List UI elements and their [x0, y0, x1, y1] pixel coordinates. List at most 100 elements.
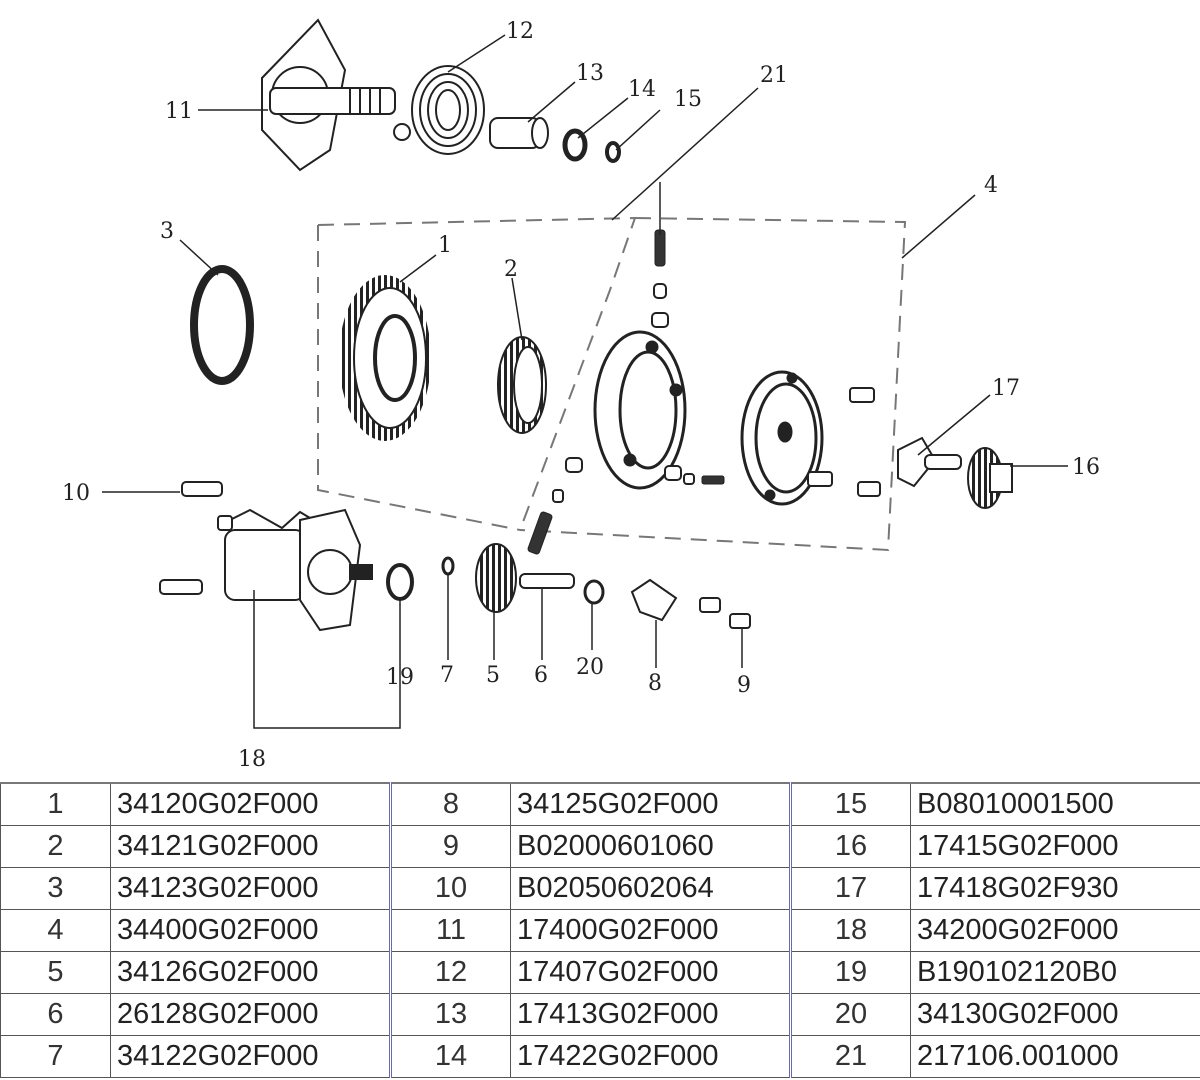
part-number-cell: 14 — [390, 1035, 511, 1078]
driven-gear-part — [339, 275, 431, 441]
lever-part — [897, 436, 962, 488]
bracket-part — [630, 578, 678, 622]
seal-ring-part — [190, 265, 254, 385]
callout-13: 13 — [576, 61, 604, 86]
callout-16: 16 — [1072, 455, 1100, 480]
part-code-cell: 34200G02F000 — [910, 909, 1200, 952]
table-row: 6 26128G02F000 13 17413G02F000 20 34130G… — [0, 993, 1200, 1036]
part-number-cell: 10 — [390, 867, 511, 910]
one-way-bearing-part — [497, 336, 547, 434]
table-row: 3 34123G02F000 10 B02050602064 17 17418G… — [0, 867, 1200, 910]
callout-21: 21 — [760, 63, 788, 88]
motor-bolt-part — [159, 579, 203, 595]
table-row: 2 34121G02F000 9 B02000601060 16 17415G0… — [0, 825, 1200, 868]
part-number-cell: 8 — [390, 782, 511, 826]
callout-11: 11 — [165, 99, 193, 124]
table-row: 4 34400G02F000 11 17400G02F000 18 34200G… — [0, 909, 1200, 952]
idle-gear-part — [967, 447, 1013, 509]
part-code-cell: 34400G02F000 — [110, 909, 392, 952]
washer-part — [562, 128, 588, 162]
part-number-cell: 15 — [790, 782, 911, 826]
part-code-cell: 17400G02F000 — [510, 909, 792, 952]
part-number-cell: 13 — [390, 993, 511, 1036]
part-code-cell: B08010001500 — [910, 782, 1200, 826]
part-code-cell: 17422G02F000 — [510, 1035, 792, 1078]
cover-plate-part — [740, 370, 824, 506]
part-number-cell: 18 — [790, 909, 911, 952]
clutch-housing-part — [593, 330, 687, 490]
starter-motor-part — [217, 508, 373, 632]
exploded-parts-diagram: 1 2 3 4 5 6 7 8 9 10 11 12 13 14 15 16 1… — [62, 18, 1100, 772]
callout-10: 10 — [62, 481, 90, 506]
part-code-cell: B190102120B0 — [910, 951, 1200, 994]
part-number-cell: 5 — [0, 951, 111, 994]
part-code-cell: B02050602064 — [510, 867, 792, 910]
washer-small-part — [441, 556, 455, 576]
callout-1: 1 — [438, 233, 452, 258]
bush-part — [583, 579, 605, 605]
part-number-cell: 20 — [790, 993, 911, 1036]
reduction-gear-part — [475, 543, 517, 613]
callout-17: 17 — [992, 376, 1020, 401]
callout-14: 14 — [628, 77, 656, 102]
callout-6: 6 — [534, 663, 548, 688]
part-number-cell: 11 — [390, 909, 511, 952]
part-code-cell: 17407G02F000 — [510, 951, 792, 994]
clutch-assembly-outline — [317, 216, 907, 552]
callout-7: 7 — [440, 663, 454, 688]
part-code-cell: 217106.001000 — [910, 1035, 1200, 1078]
callout-19: 19 — [386, 665, 414, 690]
part-code-cell: 34123G02F000 — [110, 867, 392, 910]
part-code-cell: 34120G02F000 — [110, 782, 392, 826]
callout-8: 8 — [648, 671, 662, 696]
part-number-cell: 21 — [790, 1035, 911, 1078]
callout-9: 9 — [737, 673, 751, 698]
part-code-cell: 34130G02F000 — [910, 993, 1200, 1036]
part-code-cell: 17418G02F930 — [910, 867, 1200, 910]
part-number-cell: 7 — [0, 1035, 111, 1078]
gear-shaft-part — [519, 573, 575, 589]
callout-5: 5 — [486, 663, 500, 688]
callout-numbers: 1 2 3 4 5 6 7 8 9 10 11 12 13 14 15 16 1… — [62, 19, 1100, 772]
parts-list-table: 1 34120G02F000 8 34125G02F000 15 B080100… — [0, 782, 1200, 1078]
callout-4: 4 — [984, 173, 998, 198]
part-number-cell: 19 — [790, 951, 911, 994]
part-code-cell: B02000601060 — [510, 825, 792, 868]
part-number-cell: 3 — [0, 867, 111, 910]
callout-18: 18 — [238, 747, 266, 772]
part-number-cell: 1 — [0, 782, 111, 826]
part-code-cell: 34125G02F000 — [510, 782, 792, 826]
part-number-cell: 12 — [390, 951, 511, 994]
roller-spring-set — [527, 229, 725, 555]
callout-12: 12 — [506, 19, 534, 44]
screw-part — [729, 613, 751, 629]
part-code-cell: 26128G02F000 — [110, 993, 392, 1036]
callout-leader-lines — [102, 34, 1068, 729]
part-number-cell: 4 — [0, 909, 111, 952]
bolt-small-part — [699, 597, 721, 613]
table-row: 1 34120G02F000 8 34125G02F000 15 B080100… — [0, 782, 1200, 826]
part-code-cell: 34121G02F000 — [110, 825, 392, 868]
part-number-cell: 17 — [790, 867, 911, 910]
part-code-cell: 34122G02F000 — [110, 1035, 392, 1078]
callout-15: 15 — [674, 87, 702, 112]
part-code-cell: 34126G02F000 — [110, 951, 392, 994]
part-number-cell: 16 — [790, 825, 911, 868]
spring-part — [411, 65, 485, 155]
bolt-part — [181, 481, 223, 497]
callout-20: 20 — [576, 655, 604, 680]
part-number-cell: 6 — [0, 993, 111, 1036]
part-code-cell: 17413G02F000 — [510, 993, 792, 1036]
sleeve-part — [489, 117, 549, 149]
circlip-part — [605, 141, 621, 163]
cover-bolts — [807, 387, 881, 497]
callout-2: 2 — [504, 257, 518, 282]
table-row: 7 34122G02F000 14 17422G02F000 21 217106… — [0, 1035, 1200, 1078]
part-number-cell: 9 — [390, 825, 511, 868]
callout-3: 3 — [160, 219, 174, 244]
part-number-cell: 2 — [0, 825, 111, 868]
part-code-cell: 17415G02F000 — [910, 825, 1200, 868]
kick-shaft-part — [261, 18, 411, 172]
o-ring-part — [386, 563, 414, 601]
table-row: 5 34126G02F000 12 17407G02F000 19 B19010… — [0, 951, 1200, 994]
